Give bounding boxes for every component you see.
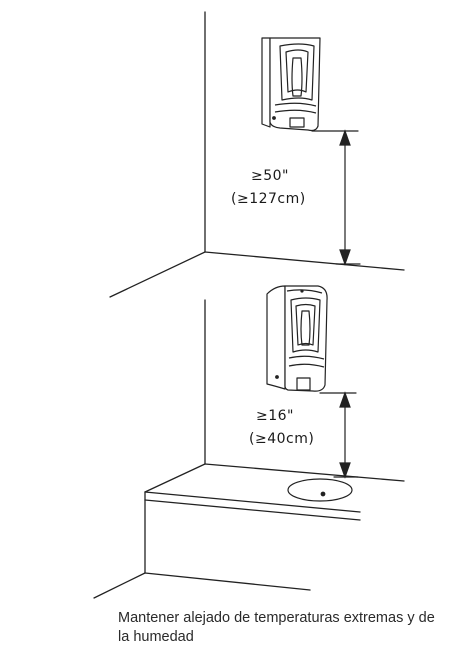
lower-measurement-imperial: ≥16" bbox=[256, 408, 294, 424]
lower-measurement-metric: (≥40cm) bbox=[249, 431, 314, 447]
lower-dimension-line bbox=[319, 391, 359, 479]
upper-wall-corner bbox=[109, 11, 405, 298]
upper-measurement-metric: (≥127cm) bbox=[231, 191, 306, 207]
upper-dimension-line bbox=[311, 129, 361, 266]
upper-measurement-imperial: ≥50" bbox=[251, 168, 289, 184]
caption-warning: Mantener alejado de temperaturas extrema… bbox=[118, 610, 435, 645]
sink bbox=[287, 478, 353, 502]
lower-wall bbox=[93, 299, 405, 599]
upper-dispenser bbox=[261, 37, 321, 132]
lower-dispenser bbox=[266, 285, 328, 392]
